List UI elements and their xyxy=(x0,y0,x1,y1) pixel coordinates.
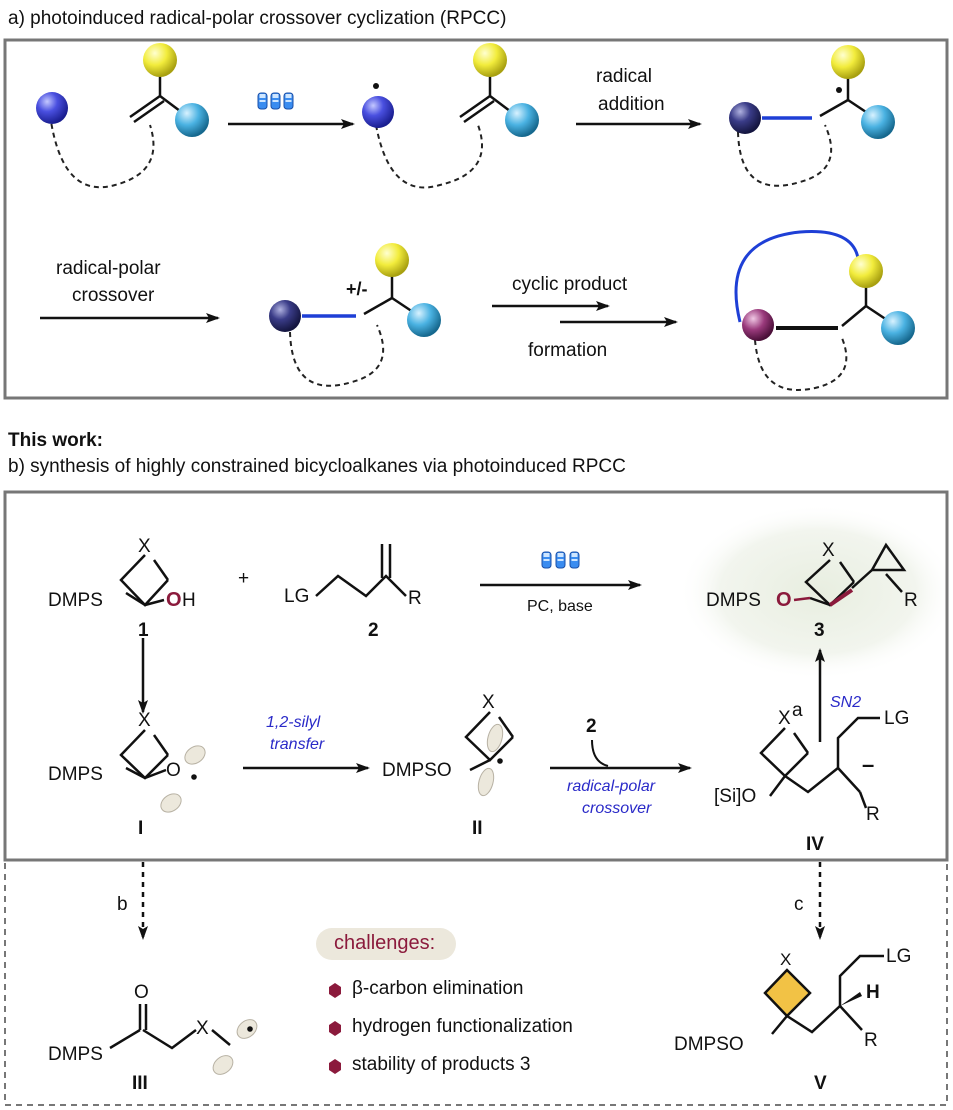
atom-H-1: H xyxy=(182,590,196,611)
atom-DMPS-V: DMPS xyxy=(674,1034,729,1055)
compound-2-structure xyxy=(315,544,407,598)
challenges-pill xyxy=(316,928,456,960)
atom-O-3: O xyxy=(776,589,792,611)
label-silyl-2: transfer xyxy=(270,736,325,753)
compound-label-I: I xyxy=(138,818,144,839)
this-work-label: This work: xyxy=(8,430,104,451)
compound-II-structure xyxy=(464,711,515,772)
compound-I-structure xyxy=(119,729,170,780)
section-b-frame xyxy=(3,490,949,862)
challenge-1: β-carbon elimination xyxy=(352,978,524,999)
atom-H-V: H xyxy=(866,982,880,1003)
section-a-frame xyxy=(3,38,949,400)
atom-R-V: R xyxy=(864,1030,878,1051)
atom-SiO-IV: [Si]O xyxy=(714,786,756,808)
compound-1-structure xyxy=(119,554,170,607)
atom-R-IV: R xyxy=(866,804,880,825)
orbital-III xyxy=(212,1019,258,1075)
compound-3-structure xyxy=(804,542,907,607)
carbanion-charge: – xyxy=(862,752,875,777)
label-crossover: crossover xyxy=(72,285,155,306)
atom-DMPS-II: DMPS xyxy=(382,760,437,781)
cyan-atom xyxy=(175,103,209,137)
charge-label: +/- xyxy=(346,279,368,299)
label-cyclic-product: cyclic product xyxy=(512,274,628,295)
atom-Si-IV: [Si] xyxy=(714,786,742,807)
reagent-conditions: PC, base xyxy=(527,598,593,615)
bullet-3 xyxy=(329,1059,341,1074)
compound-label-2: 2 xyxy=(368,620,379,641)
atom-O-V: O xyxy=(728,1034,744,1055)
compound-IV-structure xyxy=(759,716,880,809)
orbital-I xyxy=(160,745,206,813)
atom-DMPSO-II: DMPSO xyxy=(382,760,452,782)
label-sn2: SN2 xyxy=(830,694,862,711)
label-addition: addition xyxy=(598,94,665,115)
ring-bond xyxy=(734,230,860,323)
compound-label-1: 1 xyxy=(138,620,149,641)
navy-atom xyxy=(729,102,761,134)
compound-label-IV: IV xyxy=(806,834,824,855)
atom-X-I: X xyxy=(138,710,151,731)
compound-label-3: 3 xyxy=(814,620,825,641)
label-radical-polar: radical-polar xyxy=(56,258,161,279)
yellow-atom xyxy=(143,43,177,77)
atom-DMPS-1: DMPS xyxy=(48,590,103,611)
dashed-tether xyxy=(49,114,155,189)
bullet-1 xyxy=(329,983,341,998)
atom-O-I: O xyxy=(166,760,181,781)
label-radical: radical xyxy=(596,66,652,87)
compound-V-structure xyxy=(771,954,884,1035)
label-silyl-1: 1,2-silyl xyxy=(266,714,321,731)
light-icon-b xyxy=(541,551,580,569)
atom-X-IV: X xyxy=(778,708,791,729)
blue-atom xyxy=(36,92,68,124)
purple-atom xyxy=(742,309,774,341)
challenge-3: stability of products 3 xyxy=(352,1054,531,1075)
plus-sign: + xyxy=(238,568,250,589)
atom-O-1: O xyxy=(166,589,182,611)
atom-O-IV: O xyxy=(741,786,757,807)
atom-LG-V: LG xyxy=(886,946,912,967)
alkene-bond xyxy=(129,94,161,119)
challenge-2: hydrogen functionalization xyxy=(352,1016,573,1037)
atom-DMPS-I: DMPS xyxy=(48,764,103,785)
atom-X-V: X xyxy=(780,950,792,969)
atom-DMPSO-V: DMPSO xyxy=(674,1034,744,1056)
atom-LG-2: LG xyxy=(284,586,310,607)
path-a-label: a xyxy=(792,700,803,721)
atom-DMPS-3: DMPS xyxy=(706,590,761,611)
label-crossover-b-2: crossover xyxy=(582,800,652,817)
atom-X-II: X xyxy=(482,692,495,713)
orbital-II xyxy=(477,723,504,797)
atom-X-3: X xyxy=(822,540,835,561)
radical-dot xyxy=(373,83,379,89)
challenges-title: challenges: xyxy=(334,932,436,954)
atom-R-2: R xyxy=(408,588,422,609)
label-formation: formation xyxy=(528,340,608,361)
atom-X-1: X xyxy=(138,536,151,557)
compound-label-III: III xyxy=(132,1073,148,1094)
path-b-label: b xyxy=(117,894,128,915)
atom-O-II: O xyxy=(436,760,452,781)
compound-label-II: II xyxy=(472,818,483,839)
section-b-heading: b) synthesis of highly constrained bicyc… xyxy=(8,456,626,477)
atom-R-3: R xyxy=(904,590,918,611)
bullet-2 xyxy=(329,1021,341,1036)
label-crossover-b-1: radical-polar xyxy=(567,778,656,795)
compound-label-V: V xyxy=(814,1073,827,1094)
path-c-label: c xyxy=(794,894,804,915)
section-a-heading: a) photoinduced radical-polar crossover … xyxy=(8,8,507,29)
compound-III-structure xyxy=(109,1004,231,1050)
atom-DMPS-III: DMPS xyxy=(48,1044,103,1065)
light-icon xyxy=(257,92,294,110)
atom-LG-IV: LG xyxy=(884,708,910,729)
reagent-2-label: 2 xyxy=(586,716,597,737)
atom-O-III: O xyxy=(134,982,149,1003)
atom-X-III: X xyxy=(196,1018,209,1039)
compound-V-ring xyxy=(763,968,812,1018)
